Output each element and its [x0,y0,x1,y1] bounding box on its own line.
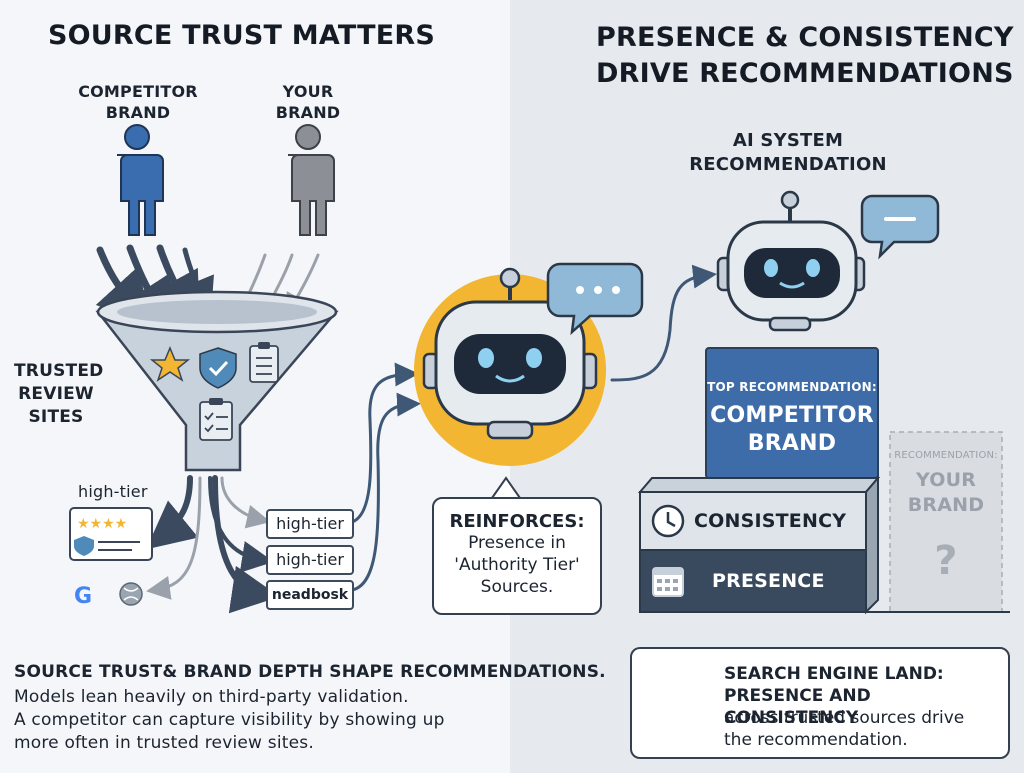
top-recommendation-brand: COMPETITOR BRAND [706,402,878,458]
svg-text:G: G [74,584,92,609]
footer-right-card: SEARCH ENGINE LAND: PRESENCE AND CONSIST… [630,647,1010,759]
side-recommendation-label: RECOMMENDATION: [894,450,998,461]
google-icon: G [74,584,92,609]
presence-label: PRESENCE [712,570,825,592]
footer-right-heading: SEARCH ENGINE LAND: PRESENCE AND CONSIST… [724,663,1008,729]
your-brand-label: YOUR BRAND [268,81,348,123]
competitor-person-icon [117,124,164,236]
right-title-line-1: PRESENCE & CONSISTENCY [596,22,1014,53]
your-label-line-2: BRAND [275,103,341,122]
side-recommendation-brand: YOUR BRAND [890,468,1002,518]
ai-system-label: AI SYSTEM RECOMMENDATION [688,129,888,177]
left-title: SOURCE TRUST MATTERS [48,20,435,51]
svg-text:★★★★: ★★★★ [77,516,127,532]
connector-arrows [350,264,717,592]
footer-right-heading-1: SEARCH ENGINE LAND: [724,664,944,684]
right-robot-icon [716,190,866,332]
top-brand-line-2: BRAND [747,431,837,456]
reinforces-title: REINFORCES: [449,511,585,532]
trusted-line-1: TRUSTED [14,361,104,381]
top-brand-line-1: COMPETITOR [710,403,874,428]
output-box-high-tier-1: high-tier [266,509,354,539]
footer-left-heading: SOURCE TRUST& BRAND DEPTH SHAPE RECOMMEN… [14,662,606,682]
funnel-output-arrows [146,475,280,614]
side-brand-line-1: YOUR [915,469,977,491]
clipboard-icon [249,342,279,383]
trusted-line-2: REVIEW [18,384,94,404]
footer-right-line-1: across trusted sources drive [724,708,965,728]
footer-left-line-1: Models lean heavily on third-party valid… [14,687,409,707]
ai-label-line-2: RECOMMENDATION [689,154,887,175]
central-robot-icon [414,267,606,466]
footer-left-line-3: more often in trusted review sites. [14,733,314,753]
question-mark: ? [934,538,958,584]
right-title: PRESENCE & CONSISTENCY DRIVE RECOMMENDAT… [596,20,1014,92]
right-chat-bubble-icon [860,194,940,260]
star-icon [149,346,191,382]
competitor-brand-label: COMPETITOR BRAND [76,81,200,123]
chat-bubble-icon [546,262,644,336]
reinforces-line-3: Sources. [480,577,554,597]
consistency-label: CONSISTENCY [694,510,847,532]
output-box-neadbosk: neadbosk [266,580,354,610]
trusted-line-3: SITES [28,407,84,427]
footer-right-heading-2: PRESENCE AND CONSISTENCY [724,686,871,728]
clock-icon [651,504,685,538]
reinforces-line-1: Presence in [468,533,566,553]
shield-icon [199,347,237,389]
ai-label-line-1: AI SYSTEM [732,130,844,151]
side-brand-line-2: BRAND [907,494,985,516]
checklist-icon [199,398,233,441]
podium [637,347,1010,615]
footer-left-body: Models lean heavily on third-party valid… [14,686,445,755]
review-card-icon: ★★★★ [69,507,153,561]
footer-right-line-2: the recommendation. [724,730,908,750]
output-box-high-tier-2: high-tier [266,545,354,575]
your-person-icon [288,124,335,236]
competitor-label-line-1: COMPETITOR [78,82,198,101]
footer-right-body: across trusted sources drive the recomme… [724,707,964,751]
your-label-line-1: YOUR [282,82,334,101]
right-title-line-2: DRIVE RECOMMENDATIONS [596,58,1014,89]
callout-pointer [490,476,522,499]
trusted-review-sites-label: TRUSTED REVIEW SITES [14,360,104,429]
competitor-label-line-2: BRAND [105,103,171,122]
calendar-icon [652,567,684,597]
reinforces-line-2: 'Authority Tier' [454,555,580,575]
globe-icon [119,582,143,606]
high-tier-label: high-tier [78,482,148,501]
top-recommendation-label: TOP RECOMMENDATION: [707,380,877,394]
footer-left-line-2: A competitor can capture visibility by s… [14,710,445,730]
reinforces-callout: REINFORCES: Presence in 'Authority Tier'… [432,497,602,615]
